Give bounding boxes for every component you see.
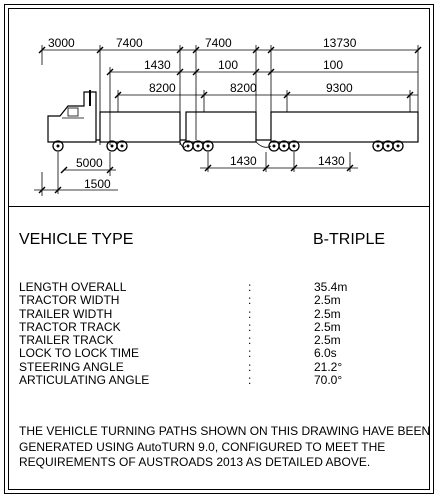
dim-wheelbase-2: 8200 [230, 81, 257, 95]
spec-row: TRAILER TRACK : 2.5m [19, 333, 419, 348]
spec-value: 6.0s [314, 346, 337, 361]
dim-gap-1: 1430 [144, 58, 171, 72]
dim-front-overhang: 3000 [48, 36, 75, 50]
dim-trailer-3-length: 13730 [323, 36, 357, 50]
vehicle-drawing: 3000 7400 7400 13730 1430 100 100 8200 8… [34, 36, 422, 196]
spec-label: TRAILER TRACK [19, 333, 114, 348]
spec-label: ARTICULATING ANGLE [19, 373, 150, 388]
spec-row: LENGTH OVERALL : 35.4m [19, 280, 419, 294]
dim-tractor-wheelbase: 5000 [76, 156, 103, 170]
spec-label: LOCK TO LOCK TIME [19, 346, 140, 361]
spec-value: 2.5m [314, 306, 341, 321]
outer-border [4, 4, 434, 494]
spec-row: LOCK TO LOCK TIME : 6.0s [19, 346, 419, 361]
spec-colon: : [248, 319, 252, 334]
spec-label: TRACTOR TRACK [19, 319, 121, 334]
spec-colon: : [248, 306, 252, 321]
spec-colon: : [248, 333, 252, 348]
spec-colon: : [248, 346, 252, 361]
spec-colon: : [248, 359, 252, 374]
dim-gap-3: 100 [323, 58, 343, 72]
spec-label: STEERING ANGLE [19, 359, 124, 374]
spec-row: TRACTOR TRACK : 2.5m [19, 319, 419, 334]
spec-row: STEERING ANGLE : 21.2° [19, 359, 419, 374]
spec-label: TRACTOR WIDTH [19, 293, 120, 308]
spec-value: 70.0° [314, 373, 343, 388]
spec-value: 21.2° [314, 359, 343, 374]
spec-row: TRACTOR WIDTH : 2.5m [19, 293, 419, 308]
dim-bottom-2: 1430 [318, 154, 345, 168]
dim-wheelbase-3: 9300 [326, 81, 353, 95]
spec-row: TRAILER WIDTH : 2.5m [19, 306, 419, 321]
spec-label: TRAILER WIDTH [19, 306, 113, 321]
dim-trailer-2-length: 7400 [205, 36, 232, 50]
spec-row: ARTICULATING ANGLE : 70.0° [19, 373, 419, 388]
spec-colon: : [248, 373, 252, 388]
section-divider [8, 206, 430, 207]
dim-trailer-1-length: 7400 [116, 36, 143, 50]
spec-table: LENGTH OVERALL : 35.4m TRACTOR WIDTH : 2… [19, 280, 419, 388]
dim-gap-2: 100 [218, 58, 238, 72]
spec-value: 35.4m [314, 280, 348, 294]
dim-wheelbase-1: 8200 [149, 81, 176, 95]
spec-value: 2.5m [314, 333, 341, 348]
vehicle-type-label: VEHICLE TYPE [19, 231, 134, 248]
vehicle-type-value: B-TRIPLE [313, 231, 386, 248]
spec-value: 2.5m [314, 293, 341, 308]
inner-border [8, 8, 430, 490]
dim-bottom-1: 1430 [230, 154, 257, 168]
spec-label: LENGTH OVERALL [19, 280, 127, 294]
spec-value: 2.5m [314, 319, 341, 334]
spec-colon: : [248, 280, 252, 294]
disclaimer-note: THE VEHICLE TURNING PATHS SHOWN ON THIS … [19, 424, 431, 469]
spec-colon: : [248, 293, 252, 308]
dim-tractor-front: 1500 [84, 177, 111, 191]
